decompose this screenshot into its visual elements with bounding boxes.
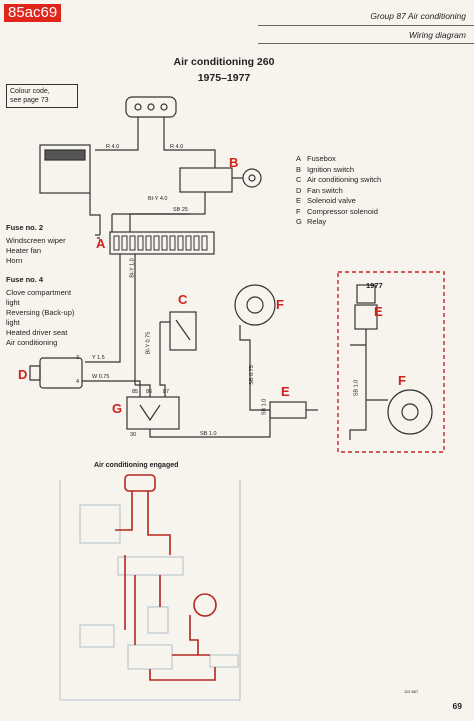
fuse-2-block: Fuse no. 2 Windscreen wiper Heater fan H…	[6, 223, 66, 266]
colour-code-box: Colour code, see page 73	[6, 84, 78, 108]
wire-label: SB 25	[173, 207, 188, 213]
figure-code: 112 867	[404, 689, 419, 694]
wire-label: SB 1.0	[353, 379, 360, 397]
header-group: Group 87 Air conditioning	[370, 11, 466, 21]
terminal-label: 30	[130, 432, 137, 438]
label-A: A	[96, 236, 106, 251]
header-rule	[258, 25, 474, 26]
fuse-4-item: light	[6, 298, 20, 307]
label-G: G	[112, 401, 123, 416]
label-D: D	[18, 367, 28, 382]
top-connector	[125, 96, 177, 118]
fuse-2-heading: Fuse no. 2	[6, 223, 44, 232]
wire-label: R 4.0	[170, 144, 184, 150]
fusebox	[109, 231, 215, 255]
wire-label: R 4.0	[106, 144, 120, 150]
solenoid-valve	[269, 401, 307, 419]
fuse-2-item: Heater fan	[6, 246, 42, 255]
wire-label: Bl-Y 1.0	[129, 258, 136, 278]
terminal-label: 85	[132, 389, 139, 395]
wire-label: Bl-Y 0.75	[145, 331, 152, 355]
header-rule-2	[258, 43, 474, 44]
terminal-label: 4	[76, 379, 80, 385]
fuse-2-item: Horn	[6, 256, 23, 265]
wire-label: SB 0.75	[248, 365, 255, 385]
diagram-years: 1975–1977	[197, 72, 251, 84]
fuse-4-block: Fuse no. 4 Clove compartment light Rever…	[6, 275, 74, 348]
wire-label: Bl-Y 4.0	[148, 196, 168, 202]
label-F: F	[276, 297, 284, 312]
ignition-switch	[179, 167, 233, 193]
fuse-4-item: Air conditioning	[6, 338, 58, 347]
inset-compressor-solenoid	[387, 389, 433, 435]
label-E: E	[281, 384, 290, 399]
page-number: 69	[452, 701, 462, 711]
label-B: B	[229, 155, 239, 170]
label-C: C	[178, 292, 188, 307]
terminal-label: 3	[76, 355, 80, 361]
label-F-inset: F	[398, 373, 406, 388]
terminal-label: 86	[146, 389, 153, 395]
terminal-label: 87	[163, 389, 170, 395]
inset-year: 1977	[366, 281, 383, 290]
colour-code-line2: see page 73	[10, 97, 49, 104]
wire-label: SB 1.0	[261, 398, 268, 416]
engaged-title: Air conditioning engaged	[94, 462, 179, 469]
wire-label: SB 1.0	[200, 431, 217, 437]
inset-1977	[337, 271, 445, 453]
fuse-4-item: Clove compartment	[6, 288, 72, 297]
fuse-4-item: Reversing (Back-up)	[6, 308, 75, 317]
label-E-inset: E	[374, 304, 383, 319]
fuse-4-item: light	[6, 318, 20, 327]
engaged-active-wiring	[115, 474, 217, 681]
page-stamp: 85ac69	[4, 4, 62, 22]
engaged-faded-wiring	[59, 480, 241, 701]
relay	[126, 396, 180, 430]
colour-code-line1: Colour code,	[10, 88, 50, 95]
fuse-4-item: Heated driver seat	[6, 328, 68, 337]
compressor-solenoid	[234, 284, 276, 326]
fuse-2-item: Windscreen wiper	[6, 236, 66, 245]
fuse-4-heading: Fuse no. 4	[6, 275, 44, 284]
ac-switch	[169, 311, 197, 351]
battery-icon	[39, 144, 91, 194]
wire-label: Y 1.5	[92, 355, 105, 361]
inset-connector	[356, 284, 376, 304]
wire-label: W 0.75	[92, 374, 110, 380]
header-section: Wiring diagram	[408, 30, 466, 40]
diagram-title: Air conditioning 260	[173, 56, 275, 68]
